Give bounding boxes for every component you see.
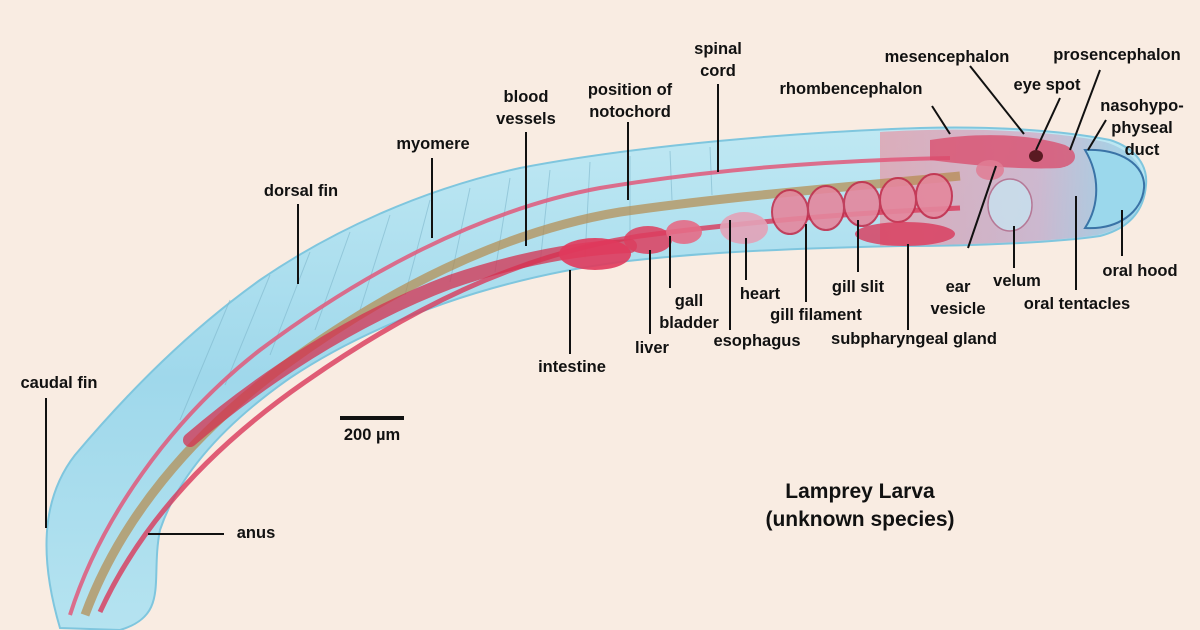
gill-pouches	[771, 173, 953, 235]
label-anus: anus	[236, 524, 276, 542]
leader-lines	[45, 65, 1123, 535]
velum-shape	[987, 178, 1033, 232]
label-myomere: myomere	[396, 135, 470, 153]
label-esophagus: esophagus	[713, 332, 801, 350]
heart-shape	[720, 212, 768, 244]
label-dorsal-fin: dorsal fin	[263, 182, 339, 200]
gall-bladder-shape	[666, 220, 702, 244]
label-heart: heart	[739, 285, 781, 303]
scale-bar-label: 200 µm	[343, 426, 401, 444]
liver-shape	[624, 226, 672, 254]
label-gall-bladder: gall bladder	[659, 292, 719, 332]
label-oral-hood: oral hood	[1102, 262, 1178, 280]
intestine-bulb	[559, 238, 631, 270]
label-velum: velum	[993, 272, 1041, 290]
label-position-of-notochord: position of notochord	[587, 81, 673, 121]
label-gill-slit: gill slit	[831, 278, 885, 296]
label-blood-vessels: blood vessels	[496, 88, 556, 128]
label-rhombencephalon: rhombencephalon	[779, 80, 923, 98]
label-subpharyngeal-gland: subpharyngeal gland	[831, 330, 997, 348]
eye-spot-shape	[1029, 150, 1043, 162]
label-eye-spot: eye spot	[1013, 76, 1081, 94]
spinal-cord-line	[68, 156, 951, 616]
label-nasohypophyseal-duct: nasohypo- physeal duct	[1100, 97, 1184, 159]
label-spinal-cord: spinal cord	[694, 40, 742, 80]
label-mesencephalon: mesencephalon	[884, 48, 1010, 66]
oral-hood-shape	[1083, 148, 1146, 230]
larva-body	[45, 126, 1148, 630]
figure-title: Lamprey Larva (unknown species)	[765, 480, 955, 531]
ear-vesicle-shape	[976, 160, 1004, 180]
label-caudal-fin: caudal fin	[20, 374, 98, 392]
label-liver: liver	[635, 339, 669, 357]
label-intestine: intestine	[538, 358, 606, 376]
label-gill-filament: gill filament	[770, 306, 862, 324]
label-prosencephalon: prosencephalon	[1053, 46, 1181, 64]
label-oral-tentacles: oral tentacles	[1023, 295, 1131, 313]
subpharyngeal-gland-shape	[855, 222, 955, 246]
label-ear-vesicle: ear vesicle	[930, 278, 986, 318]
